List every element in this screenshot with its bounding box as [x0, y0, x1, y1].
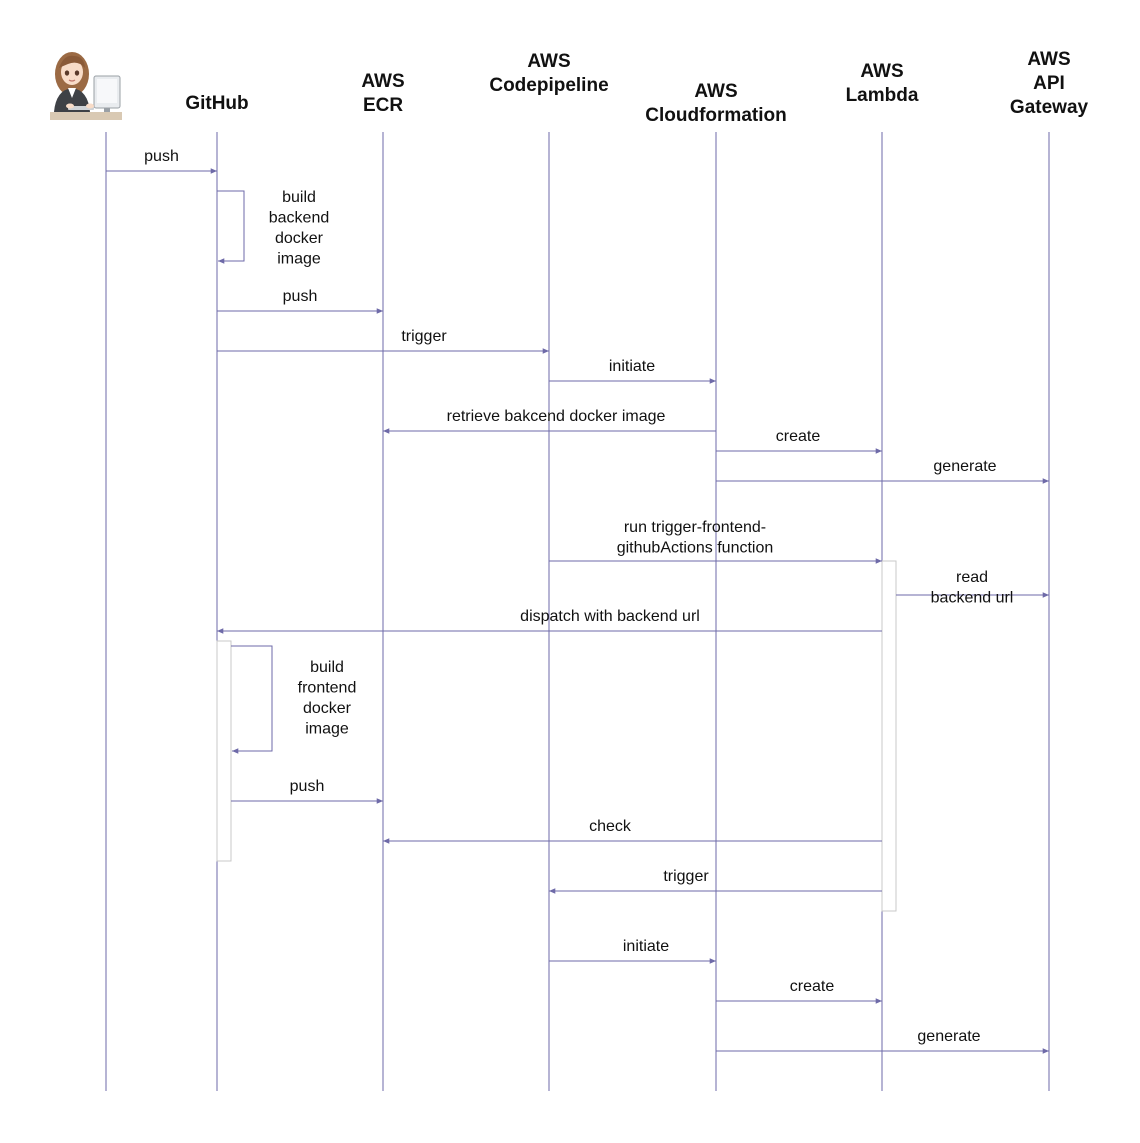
message-label: githubActions function [617, 540, 774, 557]
participant-apigateway-label: Gateway [1010, 97, 1089, 118]
activation-github [216, 640, 232, 862]
message-label: dispatch with backend url [520, 608, 700, 625]
message-label: run trigger-frontend- [624, 519, 766, 536]
message-github-to-github: build frontend docker image [231, 645, 357, 754]
woman-at-computer-icon [50, 50, 122, 122]
participant-cloudformation-label: Cloudformation [645, 105, 786, 126]
message-label: frontend [298, 680, 357, 697]
message-label: build [310, 659, 344, 676]
message-cloudformation-to-lambda: create [716, 978, 882, 1004]
participant-cloudformation-label: AWS [694, 81, 737, 102]
participant-lambda-label: AWS [860, 61, 903, 82]
participant-ecr-label: ECR [363, 95, 403, 116]
message-label: docker [303, 700, 352, 717]
message-label: build [282, 189, 316, 206]
message-label: initiate [623, 938, 669, 955]
message-label: backend url [931, 590, 1014, 607]
self-call-arrow [231, 645, 273, 754]
message-label: create [776, 428, 821, 445]
message-cloudformation-to-apigateway: generate [716, 1028, 1049, 1054]
participant-codepipeline-label: Codepipeline [489, 75, 608, 96]
message-label: push [144, 148, 179, 165]
message-label: generate [933, 458, 996, 475]
message-label: backend [269, 210, 330, 227]
message-label: image [277, 251, 321, 268]
participant-lambda-label: Lambda [846, 85, 919, 106]
message-label: trigger [663, 868, 709, 885]
participant-codepipeline-label: AWS [527, 51, 570, 72]
activation-lambda [881, 560, 897, 912]
message-label: check [589, 818, 632, 835]
message-label: docker [275, 230, 324, 247]
message-github-to-github: build backend docker image [217, 189, 329, 268]
message-lambda-to-codepipeline: trigger [549, 868, 882, 894]
message-github-to-ecr: push [231, 778, 383, 804]
message-label: image [305, 721, 349, 738]
message-codepipeline-to-cloudformation: initiate [549, 358, 716, 384]
message-label: generate [917, 1028, 980, 1045]
message-user-to-github: push [106, 148, 217, 174]
message-label: retrieve bakcend docker image [447, 408, 666, 425]
message-lambda-to-github: dispatch with backend url [217, 608, 882, 634]
message-label: read [956, 569, 988, 586]
participant-github-label: GitHub [185, 93, 248, 114]
message-label: push [290, 778, 325, 795]
message-github-to-ecr: push [217, 288, 383, 314]
message-cloudformation-to-ecr: retrieve bakcend docker image [383, 408, 716, 434]
message-lambda-to-apigateway: read backend url [896, 569, 1049, 607]
self-call-arrow [217, 190, 245, 264]
message-label: create [790, 978, 835, 995]
message-label: trigger [401, 328, 447, 345]
message-codepipeline-to-cloudformation: initiate [549, 938, 716, 964]
participant-apigateway-label: AWS [1027, 49, 1070, 70]
message-cloudformation-to-apigateway: generate [716, 458, 1049, 484]
message-github-to-codepipeline: trigger [217, 328, 549, 354]
message-cloudformation-to-lambda: create [716, 428, 882, 454]
participant-ecr-label: AWS [361, 71, 404, 92]
message-codepipeline-to-lambda: run trigger-frontend-githubActions funct… [549, 519, 882, 564]
message-label: push [283, 288, 318, 305]
message-lambda-to-ecr: check [383, 818, 882, 844]
message-label: initiate [609, 358, 655, 375]
participant-apigateway-label: API [1033, 73, 1065, 94]
